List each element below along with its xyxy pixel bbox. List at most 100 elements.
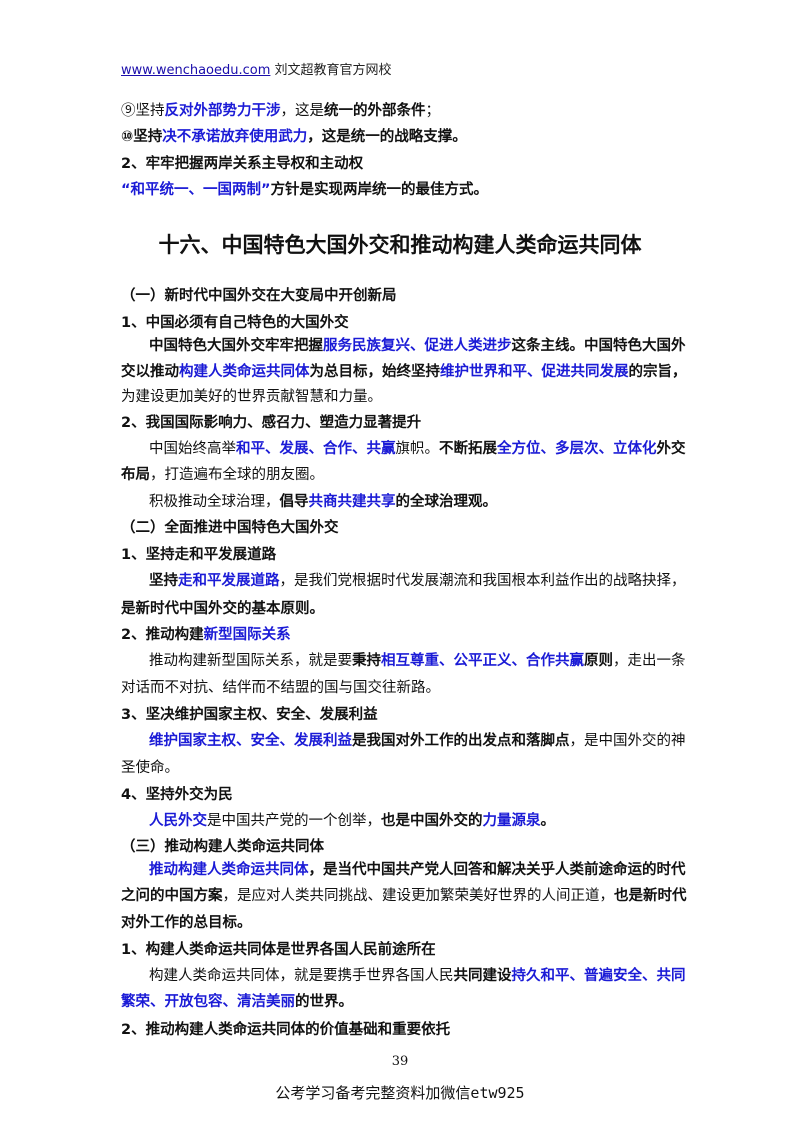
bold-text: 的全球治理观。 — [395, 494, 498, 510]
text-line: 为建设更加美好的世界贡献智慧和力量。 — [121, 387, 382, 407]
text-line: 对话而不对抗、结伴而不结盟的国与国交往新路。 — [121, 678, 440, 698]
bold-text: 这条主线。中国特色大国外 — [511, 338, 686, 354]
text-line: 中国特色大国外交牢牢把握服务民族复兴、促进人类进步这条主线。中国特色大国外 — [149, 336, 686, 356]
text-line: 交以推动构建人类命运共同体为总目标，始终坚持维护世界和平、促进共同发展的宗旨， — [121, 362, 687, 382]
footer-note: 公考学习备考完整资料加微信etw925 — [275, 1084, 525, 1102]
bold-text: ，这是统一的战略支撑。 — [307, 129, 467, 145]
text-line: （三）推动构建人类命运共同体 — [121, 837, 324, 857]
body-text: 对话而不对抗、结伴而不结盟的国与国交往新路。 — [121, 680, 440, 696]
bold-text: 是新时代中国外交的基本原则。 — [121, 601, 324, 617]
header-org: 刘文超教育官方网校 — [274, 63, 392, 78]
body-text: 圣使命。 — [121, 760, 179, 776]
text-line: 2、推动构建人类命运共同体的价值基础和重要依托 — [121, 1020, 450, 1040]
text-line: 对外工作的总目标。 — [121, 913, 252, 933]
body-text: ； — [425, 103, 441, 119]
highlight-text: 维护世界和平、促进共同发展 — [440, 364, 629, 380]
body-text: 中国始终高举 — [149, 441, 236, 457]
bold-text: 坚持 — [149, 573, 178, 589]
bold-text: ⑩坚持 — [121, 129, 163, 145]
bold-text: 的世界。 — [295, 994, 353, 1010]
text-line: 坚持走和平发展道路，是我们党根据时代发展潮流和我国根本利益作出的战略抉择， — [149, 571, 686, 591]
highlight-text: 决不承诺放弃使用武力 — [162, 129, 308, 145]
text-line: 4、坚持外交为民 — [121, 785, 233, 805]
highlight-text: 维护国家主权、安全、发展利益 — [149, 733, 352, 749]
text-line: 推动构建新型国际关系，就是要秉持相互尊重、公平正义、合作共赢原则，走出一条 — [149, 651, 686, 671]
bold-text: 方针是实现两岸统一的最佳方式。 — [270, 182, 489, 198]
body-text: 构建人类命运共同体，就是要携手世界各国人民 — [149, 968, 454, 984]
bold-text: 2、牢牢把握两岸关系主导权和主动权 — [121, 156, 364, 172]
bold-text: （二）全面推进中国特色大国外交 — [121, 520, 339, 536]
highlight-text: 力量源泉 — [482, 813, 541, 829]
website-link[interactable]: www.wenchaoedu.com — [121, 63, 271, 78]
highlight-text: 相互尊重、公平正义、合作共赢 — [381, 653, 584, 669]
text-line: ⑩坚持决不承诺放弃使用武力，这是统一的战略支撑。 — [121, 127, 467, 147]
highlight-text: 繁荣、开放包容、清洁美丽 — [121, 994, 295, 1010]
text-line: 构建人类命运共同体，就是要携手世界各国人民共同建设持久和平、普遍安全、共同 — [149, 966, 686, 986]
text-line: （一）新时代中国外交在大变局中开创新局 — [121, 286, 397, 306]
highlight-text: 新型国际关系 — [203, 627, 291, 643]
text-line: 推动构建人类命运共同体，是当代中国共产党人回答和解决关乎人类前途命运的时代 — [149, 860, 686, 880]
bold-text: 是我国对外工作的出发点和落脚点 — [352, 733, 570, 749]
highlight-text: 走和平发展道路 — [178, 573, 280, 589]
body-text: ，是应对人类共同挑战、建设更加繁荣美好世界的人间正道， — [222, 888, 615, 904]
bold-text: 布局 — [121, 467, 150, 483]
bold-text: 的宗旨， — [628, 364, 687, 380]
highlight-text: 和平、发展、合作、共赢 — [236, 441, 396, 457]
text-line: 1、中国必须有自己特色的大国外交 — [121, 313, 349, 333]
bold-text: 2、推动构建 — [121, 627, 204, 643]
text-line: 2、牢牢把握两岸关系主导权和主动权 — [121, 154, 363, 174]
text-line: 3、坚决维护国家主权、安全、发展利益 — [121, 705, 378, 725]
bold-text: 不断拓展 — [439, 441, 497, 457]
body-text: ，这是 — [280, 103, 325, 119]
text-line: 是新时代中国外交的基本原则。 — [121, 599, 324, 619]
bold-text: 1、中国必须有自己特色的大国外交 — [121, 315, 349, 331]
highlight-text: 全方位、多层次、立体化 — [497, 441, 657, 457]
text-line: “和平统一、一国两制”方针是实现两岸统一的最佳方式。 — [121, 180, 488, 200]
body-text: 积极推动全球治理， — [149, 494, 280, 510]
bold-text: 倡导 — [279, 494, 309, 510]
bold-text: 也是新时代 — [614, 888, 687, 904]
text-line: 繁荣、开放包容、清洁美丽的世界。 — [121, 992, 353, 1012]
highlight-text: 构建人类命运共同体 — [179, 364, 310, 380]
text-line: 2、我国国际影响力、感召力、塑造力显著提升 — [121, 413, 421, 433]
bold-text: （一）新时代中国外交在大变局中开创新局 — [121, 288, 397, 304]
bold-text: 秉持 — [352, 653, 381, 669]
body-text: ，走出一条 — [613, 653, 686, 669]
text-line: 布局，打造遍布全球的朋友圈。 — [121, 465, 324, 485]
highlight-text: 服务民族复兴、促进人类进步 — [323, 338, 512, 354]
bold-text: 统一的外部条件 — [324, 103, 426, 119]
bold-text: 也是中国外交的 — [381, 813, 483, 829]
page-number: 39 — [391, 1054, 409, 1069]
bold-text: 对外工作的总目标。 — [121, 915, 252, 931]
text-line: ⑨坚持反对外部势力干涉，这是统一的外部条件； — [121, 101, 440, 121]
section-title: 十六、中国特色大国外交和推动构建人类命运共同体 — [158, 233, 642, 257]
highlight-text: 反对外部势力干涉 — [164, 103, 281, 119]
bold-text: 原则 — [584, 653, 613, 669]
highlight-text: 人民外交 — [149, 813, 207, 829]
text-line: 人民外交是中国共产党的一个创举，也是中国外交的力量源泉。 — [149, 811, 555, 831]
bold-text: 3、坚决维护国家主权、安全、发展利益 — [121, 707, 378, 723]
bold-text: 2、我国国际影响力、感召力、塑造力显著提升 — [121, 415, 422, 431]
highlight-text: 共商共建共享 — [308, 494, 396, 510]
bold-text: 交以推动 — [121, 364, 179, 380]
text-line: 1、坚持走和平发展道路 — [121, 545, 276, 565]
text-line: 维护国家主权、安全、发展利益是我国对外工作的出发点和落脚点，是中国外交的神 — [149, 731, 686, 751]
text-line: 1、构建人类命运共同体是世界各国人民前途所在 — [121, 940, 436, 960]
bold-text: 共同建设 — [453, 968, 512, 984]
body-text: 推动构建新型国际关系，就是要 — [149, 653, 352, 669]
text-line: 积极推动全球治理，倡导共商共建共享的全球治理观。 — [149, 492, 497, 512]
bold-text: 2、推动构建人类命运共同体的价值基础和重要依托 — [121, 1022, 451, 1038]
body-text: 旗帜。 — [395, 441, 440, 457]
bold-text: ，是当代中国共产党人回答和解决关乎人类前途命运的时代 — [308, 862, 686, 878]
body-text: ，是中国外交的神 — [569, 733, 686, 749]
body-text: ，是我们党根据时代发展潮流和我国根本利益作出的战略抉择， — [279, 573, 686, 589]
bold-text: 。 — [540, 813, 556, 829]
bold-text: 中国特色大国外交牢牢把握 — [149, 338, 323, 354]
body-text: ，打造遍布全球的朋友圈。 — [150, 467, 324, 483]
bold-text: （三）推动构建人类命运共同体 — [121, 839, 324, 855]
highlight-text: “和平统一、一国两制” — [121, 182, 271, 198]
bold-text: 1、构建人类命运共同体是世界各国人民前途所在 — [121, 942, 436, 958]
text-line: （二）全面推进中国特色大国外交 — [121, 518, 339, 538]
page-header: www.wenchaoedu.com 刘文超教育官方网校 — [121, 59, 392, 78]
bold-text: 之问的中国方案 — [121, 888, 223, 904]
